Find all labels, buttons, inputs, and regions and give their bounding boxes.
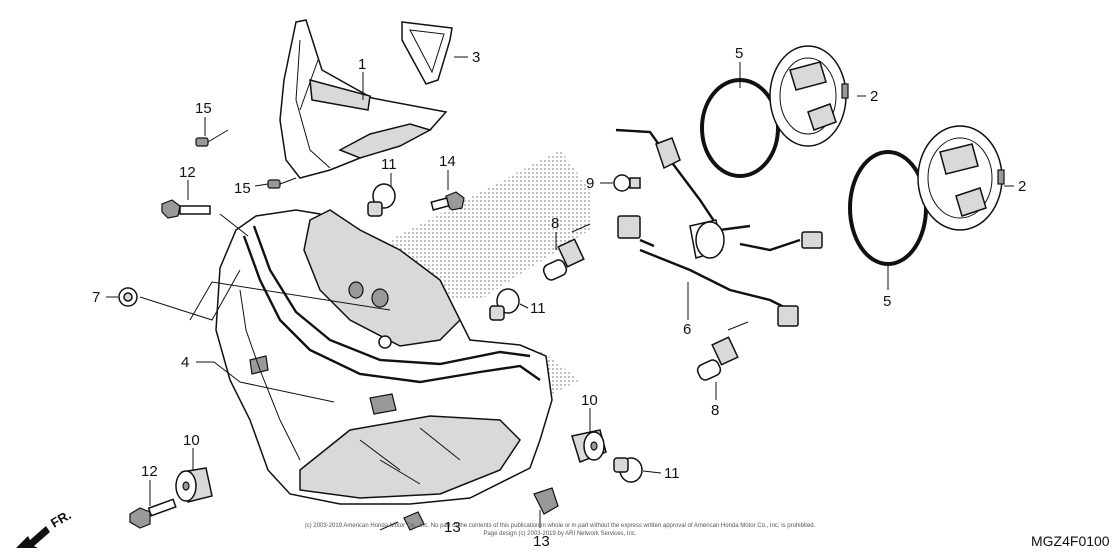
rubber-mount-10-right[interactable] <box>571 429 607 463</box>
dust-cover-2-lower[interactable] <box>917 125 1005 231</box>
bushing-11-upper[interactable] <box>367 183 396 217</box>
screw-15-upper[interactable] <box>195 129 229 147</box>
callout-7[interactable]: 7 <box>92 289 100 306</box>
bulb-9[interactable] <box>613 174 641 192</box>
callout-10-right[interactable]: 10 <box>581 392 598 409</box>
callout-2-lower[interactable]: 2 <box>1018 178 1026 195</box>
o-ring-5-lower[interactable] <box>848 150 928 266</box>
bushing-11-lower[interactable] <box>613 457 643 483</box>
callout-10-left[interactable]: 10 <box>183 432 200 449</box>
clip-13-right[interactable] <box>533 487 559 515</box>
gasket-part[interactable] <box>401 21 453 85</box>
callout-5-upper[interactable]: 5 <box>735 45 743 62</box>
bolt-12-lower[interactable] <box>129 498 177 529</box>
callout-15-upper[interactable]: 15 <box>195 100 212 117</box>
bolt-12-upper[interactable] <box>161 199 211 219</box>
diagram-code: MGZ4F0100 <box>1031 533 1110 549</box>
callout-12-lower[interactable]: 12 <box>141 463 158 480</box>
callout-8-lower[interactable]: 8 <box>711 402 719 419</box>
callout-6[interactable]: 6 <box>683 321 691 338</box>
callout-2-upper[interactable]: 2 <box>870 88 878 105</box>
leader-lines <box>106 56 1014 531</box>
bushing-11-middle[interactable] <box>489 288 520 321</box>
callout-13-right[interactable]: 13 <box>533 533 550 550</box>
o-ring-5-upper[interactable] <box>700 78 780 178</box>
callout-4[interactable]: 4 <box>181 354 189 371</box>
callout-11-upper[interactable]: 11 <box>381 156 397 173</box>
callout-11-lower[interactable]: 11 <box>664 465 680 482</box>
callout-11-middle[interactable]: 11 <box>530 300 546 317</box>
bulb-8-upper[interactable] <box>542 223 591 282</box>
bolt-14[interactable] <box>430 191 465 211</box>
copyright-line-1: (c) 2003-2019 American Honda Motor Co., … <box>305 523 816 529</box>
shadow-region-upper <box>390 150 590 300</box>
callout-13-left[interactable]: 13 <box>444 519 461 536</box>
copyright-line-2: Page design (c) 2003-2019 by ARI Network… <box>483 531 636 537</box>
clip-13-left[interactable] <box>403 511 425 531</box>
callout-3[interactable]: 3 <box>472 49 480 66</box>
rubber-mount-10-left[interactable] <box>175 467 213 503</box>
dust-cover-2-upper[interactable] <box>769 45 849 147</box>
callout-15-lower[interactable]: 15 <box>234 180 251 197</box>
callout-12-upper[interactable]: 12 <box>179 164 196 181</box>
callout-5-lower[interactable]: 5 <box>883 293 891 310</box>
callout-9[interactable]: 9 <box>586 175 594 192</box>
grommet-7[interactable] <box>118 287 138 307</box>
callout-14[interactable]: 14 <box>439 153 456 170</box>
callout-8-upper[interactable]: 8 <box>551 215 559 232</box>
wiring-harness[interactable] <box>615 128 823 327</box>
bulb-8-lower[interactable] <box>696 321 749 382</box>
front-direction-arrow: FR. <box>16 507 74 548</box>
front-direction-label: FR. <box>48 507 74 530</box>
headlight-housing[interactable] <box>215 209 553 505</box>
screw-15-lower[interactable] <box>267 177 297 189</box>
callout-1[interactable]: 1 <box>358 56 366 73</box>
